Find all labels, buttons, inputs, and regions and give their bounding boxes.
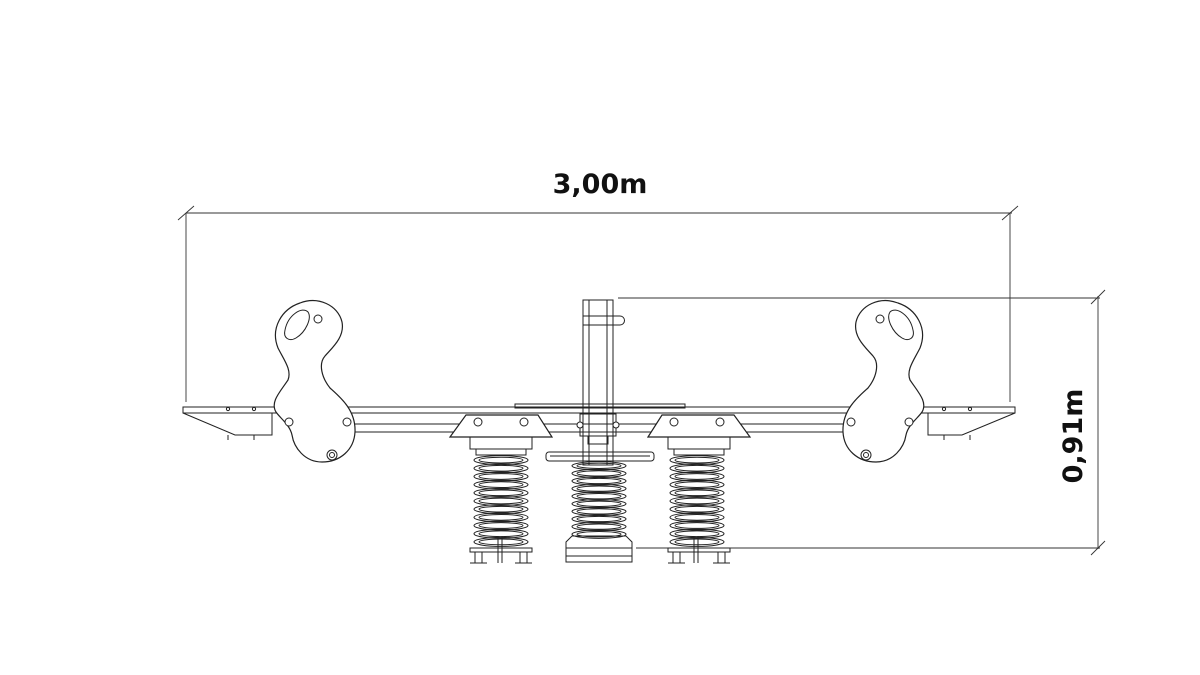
handle-right bbox=[842, 300, 925, 463]
spring-coil bbox=[669, 536, 725, 547]
spring-coil bbox=[571, 521, 627, 532]
spring-right bbox=[669, 455, 725, 547]
spring-coil bbox=[571, 491, 627, 501]
spring-center bbox=[571, 461, 627, 539]
spring-coil bbox=[669, 487, 725, 498]
spring-coil bbox=[571, 499, 627, 509]
spring-coil-inner bbox=[674, 464, 720, 472]
center-post bbox=[576, 299, 625, 466]
width-tick-left bbox=[177, 205, 195, 221]
spring-coil-inner bbox=[576, 515, 622, 523]
width-tick-right bbox=[1001, 205, 1019, 221]
spring-coil-inner bbox=[576, 485, 622, 492]
width-dimension: 3,00m bbox=[177, 169, 1019, 402]
spring-coil bbox=[473, 520, 529, 531]
height-label: 0,91m bbox=[1058, 389, 1089, 484]
spring-coil-inner bbox=[576, 531, 622, 538]
spring-coil-inner bbox=[674, 505, 720, 513]
spring-coil-inner bbox=[478, 473, 524, 480]
spring-coil bbox=[571, 529, 627, 539]
spring-coil bbox=[669, 455, 725, 466]
height-tick-top bbox=[1090, 289, 1106, 305]
spring-coil-inner bbox=[674, 481, 720, 488]
spring-coil-inner bbox=[478, 514, 524, 521]
spring-coil-inner bbox=[576, 523, 622, 530]
spring-coil bbox=[571, 468, 627, 479]
spring-coil bbox=[473, 512, 529, 523]
spring-coil-inner bbox=[576, 462, 622, 469]
spring-left bbox=[473, 455, 529, 547]
spring-coil bbox=[669, 479, 725, 490]
center-crossbar bbox=[545, 451, 655, 462]
spring-coil-inner bbox=[478, 489, 524, 497]
anchor-left bbox=[469, 536, 533, 564]
spring-coil bbox=[473, 528, 529, 539]
spring-coil-inner bbox=[478, 456, 524, 464]
spring-coil bbox=[473, 463, 529, 474]
spring-coil bbox=[473, 471, 529, 482]
spring-coil bbox=[669, 496, 725, 506]
spring-coil-inner bbox=[576, 493, 622, 500]
spring-bracket-left bbox=[448, 414, 554, 456]
center-plate bbox=[514, 403, 686, 409]
spring-coil-inner bbox=[674, 456, 720, 464]
spring-coil bbox=[669, 463, 725, 474]
spring-coil bbox=[473, 455, 529, 466]
width-label: 3,00m bbox=[553, 169, 648, 200]
spring-coil bbox=[571, 461, 627, 471]
height-tick-bottom bbox=[1090, 540, 1106, 556]
spring-coil-inner bbox=[478, 538, 524, 546]
spring-coil bbox=[571, 514, 627, 524]
spring-coil bbox=[571, 506, 627, 517]
spring-coil-inner bbox=[576, 500, 622, 507]
handle-left bbox=[273, 300, 356, 463]
spring-coil bbox=[669, 504, 725, 515]
spring-coil-inner bbox=[674, 530, 720, 538]
anchor-center bbox=[565, 535, 633, 563]
spring-coil-inner bbox=[478, 530, 524, 538]
spring-coil bbox=[473, 504, 529, 515]
spring-coil bbox=[473, 496, 529, 506]
spring-coil-inner bbox=[674, 522, 720, 529]
spring-coil-inner bbox=[478, 497, 524, 505]
handle-grip-hole-left bbox=[284, 309, 310, 341]
spring-coil bbox=[571, 483, 627, 494]
spring-coil bbox=[571, 476, 627, 486]
spring-coil-inner bbox=[674, 497, 720, 505]
spring-coil-inner bbox=[576, 470, 622, 477]
spring-coil-inner bbox=[674, 489, 720, 497]
spring-bracket-right bbox=[646, 414, 752, 456]
seat-plate-right bbox=[927, 412, 1016, 436]
spring-coil bbox=[669, 520, 725, 531]
spring-coil bbox=[473, 479, 529, 490]
spring-coil-inner bbox=[478, 481, 524, 488]
spring-coil-inner bbox=[674, 514, 720, 521]
anchor-right bbox=[667, 536, 731, 564]
spring-coil-inner bbox=[478, 505, 524, 513]
spring-coil bbox=[473, 487, 529, 498]
seat-plate-left bbox=[182, 412, 273, 436]
spring-coil-inner bbox=[576, 477, 622, 485]
spring-coil bbox=[669, 512, 725, 523]
spring-coil-inner bbox=[478, 464, 524, 472]
spring-coil bbox=[473, 536, 529, 547]
spring-coil bbox=[669, 471, 725, 482]
spring-coil-inner bbox=[674, 538, 720, 546]
spring-coil-inner bbox=[576, 508, 622, 515]
spring-coil bbox=[669, 528, 725, 539]
spring-coil-inner bbox=[478, 522, 524, 529]
spring-coil-inner bbox=[674, 473, 720, 480]
